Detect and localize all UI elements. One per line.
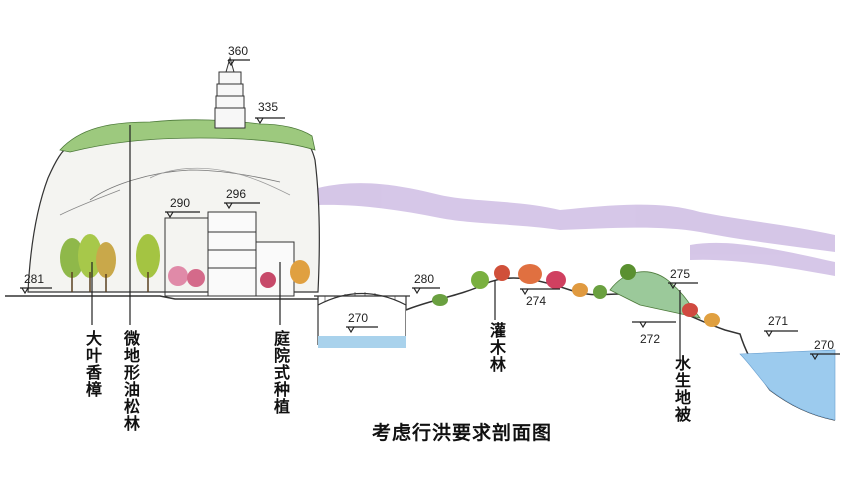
label-aquatic: 水生地被 — [672, 355, 691, 423]
elevation-280: 280 — [414, 272, 434, 286]
shrubs — [432, 264, 720, 327]
label-camphor: 大叶香樟 — [83, 330, 102, 398]
water-channel — [318, 336, 406, 348]
elevation-290: 290 — [170, 196, 190, 210]
elevation-360: 360 — [228, 44, 248, 58]
elevation-272: 272 — [640, 332, 660, 346]
river — [739, 349, 836, 421]
elevation-335: 335 — [258, 100, 278, 114]
elevation-270-bridge: 270 — [348, 311, 368, 325]
diagram-caption: 考虑行洪要求剖面图 — [372, 422, 553, 444]
elevation-270-river: 270 — [814, 338, 834, 352]
pagoda — [214, 56, 246, 129]
buildings — [164, 211, 295, 297]
elevation-271: 271 — [768, 314, 788, 328]
ground-left — [5, 295, 318, 300]
elevation-274: 274 — [526, 294, 546, 308]
terrain-right — [405, 271, 836, 500]
label-pine: 微地形油松林 — [121, 330, 140, 432]
label-shrub: 灌木林 — [487, 322, 506, 373]
tree-row — [60, 234, 310, 292]
elevation-275: 275 — [670, 267, 690, 281]
elevation-281: 281 — [24, 272, 44, 286]
elevation-296: 296 — [226, 187, 246, 201]
label-courtyard: 庭院式种植 — [271, 330, 290, 415]
elevation-markers — [20, 59, 840, 361]
leader-lines — [91, 125, 681, 360]
